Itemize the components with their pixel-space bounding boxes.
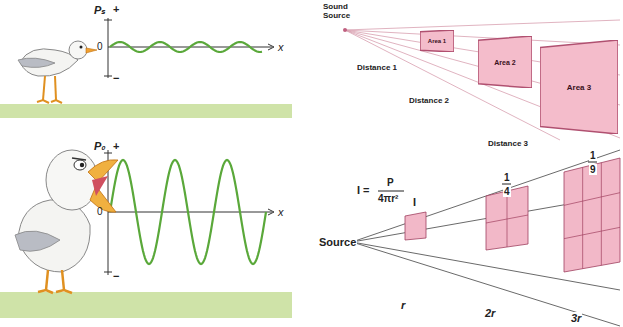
ground [0, 104, 292, 118]
label: 9 [589, 164, 597, 175]
bird-small [18, 41, 97, 103]
label: 2r [484, 307, 496, 319]
label: Sound Source [322, 3, 364, 21]
source-point [343, 28, 347, 32]
bird-large [15, 150, 118, 293]
fraction-bar [378, 162, 597, 191]
label: I [412, 196, 417, 208]
pressure-wave [110, 160, 266, 264]
label: P₀ [94, 140, 106, 152]
label: 0 [97, 206, 103, 217]
area-patch: Area 3 [540, 40, 618, 134]
label: + [113, 140, 119, 152]
area-label: Area 3 [567, 83, 591, 92]
pressure-wave [110, 42, 262, 52]
area-label: Area 1 [428, 38, 446, 44]
label: 4 [503, 186, 511, 197]
area-label: Area 2 [494, 59, 515, 66]
area-grid [405, 158, 620, 272]
label: 4πr² [378, 193, 398, 204]
label: + [113, 3, 119, 15]
label: x [278, 41, 284, 53]
label: − [113, 72, 119, 84]
label: Pₛ [94, 4, 106, 16]
label: Distance 3 [487, 140, 529, 149]
label: − [113, 270, 119, 282]
label: Distance 2 [408, 97, 450, 106]
label: x [278, 206, 284, 218]
label: 3r [570, 312, 582, 324]
label: 0 [97, 41, 103, 52]
ground [0, 292, 292, 318]
label: 1 [503, 172, 511, 183]
label: I = [356, 184, 371, 196]
axes [104, 18, 274, 275]
label: Distance 1 [356, 64, 398, 73]
area-patch: Area 1 [420, 30, 454, 52]
label: P [387, 177, 394, 188]
label: r [400, 299, 406, 311]
label: 1 [589, 150, 597, 161]
ray-fan [352, 150, 620, 326]
pressure-wave [110, 42, 266, 264]
area-patch: Area 2 [478, 36, 532, 88]
ray-fan [345, 20, 620, 140]
label: Source [318, 236, 357, 248]
